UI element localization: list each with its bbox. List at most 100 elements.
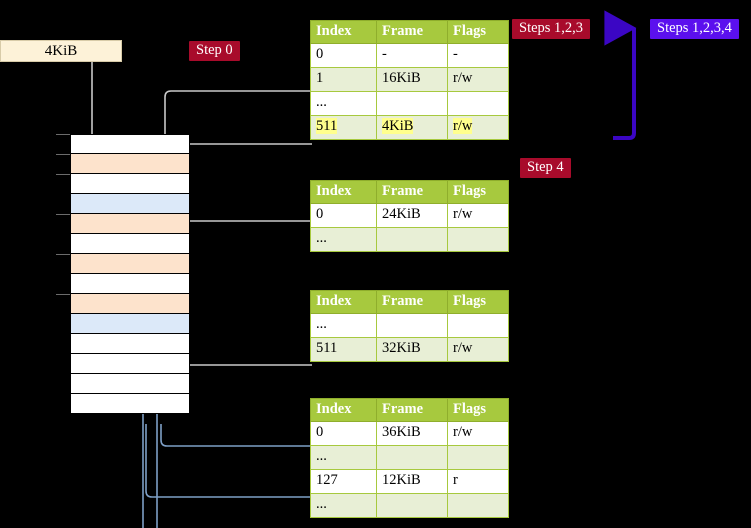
table-cell: ... xyxy=(310,313,377,338)
table-cell: - xyxy=(447,43,509,68)
purple-bracket-arrow xyxy=(604,10,637,140)
wire-t1r511-to-memory xyxy=(178,143,312,167)
memory-block xyxy=(70,234,190,254)
table-row: ... xyxy=(310,493,509,518)
table-cell xyxy=(447,313,509,338)
table-row: ... xyxy=(310,313,509,338)
column-header-frame: Frame xyxy=(376,180,448,204)
memory-tick xyxy=(56,214,70,215)
badge-step-0: Step 0 xyxy=(189,41,240,61)
column-header-flags: Flags xyxy=(447,180,509,204)
memory-block xyxy=(70,274,190,294)
table-cell: 1 xyxy=(310,67,377,92)
table-row: 0-- xyxy=(310,43,509,68)
badge-steps-123: Steps 1,2,3 xyxy=(512,19,591,39)
badge-step-0-label: Step 0 xyxy=(196,42,233,58)
badge-steps-1234: Steps 1,2,3,4 xyxy=(650,19,739,39)
table-cell: r/w xyxy=(447,115,509,140)
column-header-index: Index xyxy=(310,398,377,422)
memory-tick xyxy=(56,154,70,155)
table-cell xyxy=(376,493,448,518)
table-cell: 511 xyxy=(310,337,377,362)
memory-block xyxy=(70,254,190,274)
memory-block xyxy=(70,154,190,174)
column-header-flags: Flags xyxy=(447,290,509,314)
memory-block xyxy=(70,354,190,374)
column-header-flags: Flags xyxy=(447,398,509,422)
memory-tick xyxy=(56,134,70,135)
table-cell: r/w xyxy=(447,421,509,446)
memory-block xyxy=(70,314,190,334)
table-row: ... xyxy=(310,445,509,470)
table-row: ... xyxy=(310,227,509,252)
column-header-frame: Frame xyxy=(376,20,448,44)
table-cell: 511 xyxy=(310,115,377,140)
badge-steps-1234-label: Steps 1,2,3,4 xyxy=(657,20,732,36)
table-cell: 36KiB xyxy=(376,421,448,446)
table-cell xyxy=(447,445,509,470)
wire-t4r0-to-memory xyxy=(160,424,312,447)
table-cell xyxy=(376,227,448,252)
highlighted-value: 511 xyxy=(316,118,338,134)
table-cell: r/w xyxy=(447,337,509,362)
badge-steps-123-label: Steps 1,2,3 xyxy=(519,20,584,36)
memory-block xyxy=(70,294,190,314)
table-cell: ... xyxy=(310,445,377,470)
memory-block xyxy=(70,394,190,414)
column-header-frame: Frame xyxy=(376,290,448,314)
table-cell: 0 xyxy=(310,203,377,228)
memory-block xyxy=(70,174,190,194)
page-banner-4kib: 4KiB xyxy=(0,40,122,62)
table-cell xyxy=(376,91,448,116)
table-cell xyxy=(376,313,448,338)
table-cell: 16KiB xyxy=(376,67,448,92)
table-cell: 24KiB xyxy=(376,203,448,228)
table-cell: 0 xyxy=(310,43,377,68)
page-banner-label: 4KiB xyxy=(44,43,78,59)
table-cell: ... xyxy=(310,493,377,518)
column-header-index: Index xyxy=(310,180,377,204)
table-cell: r xyxy=(447,469,509,494)
memory-tick xyxy=(56,254,70,255)
column-header-flags: Flags xyxy=(447,20,509,44)
wire-t2r0-to-memory xyxy=(178,220,312,242)
table-cell: r/w xyxy=(447,203,509,228)
column-header-frame: Frame xyxy=(376,398,448,422)
table-cell: 32KiB xyxy=(376,337,448,362)
table-row: ... xyxy=(310,91,509,116)
badge-step-4: Step 4 xyxy=(520,158,571,178)
badge-step-4-label: Step 4 xyxy=(527,159,564,175)
table-cell: ... xyxy=(310,227,377,252)
table-cell: 0 xyxy=(310,421,377,446)
table-cell xyxy=(376,445,448,470)
memory-tick xyxy=(56,174,70,175)
table-cell xyxy=(447,227,509,252)
table-cell: 12KiB xyxy=(376,469,448,494)
memory-block xyxy=(70,334,190,354)
highlighted-value: r/w xyxy=(453,118,473,134)
wire-t4r127-to-memory xyxy=(145,424,312,498)
memory-tick xyxy=(56,294,70,295)
memory-block xyxy=(70,214,190,234)
memory-block xyxy=(70,374,190,394)
memory-block xyxy=(70,194,190,214)
table-cell: ... xyxy=(310,91,377,116)
table-cell: 4KiB xyxy=(376,115,448,140)
table-cell xyxy=(447,91,509,116)
table-cell xyxy=(447,493,509,518)
table-cell: 127 xyxy=(310,469,377,494)
table-cell: - xyxy=(376,43,448,68)
memory-block xyxy=(70,134,190,154)
